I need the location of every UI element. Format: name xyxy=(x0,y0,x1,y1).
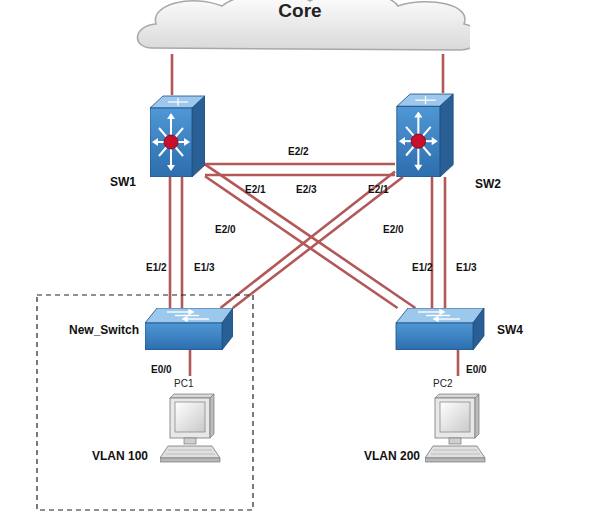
port-label: E1/2 xyxy=(146,262,167,273)
device-name: SW4 xyxy=(497,323,523,337)
access-switch: New_Switch xyxy=(145,308,233,350)
vlan-label: VLAN 100 xyxy=(46,449,148,463)
device-name: PC1 xyxy=(174,378,193,389)
cloud-node: Core xyxy=(130,0,470,54)
port-label: E2/1 xyxy=(368,184,389,195)
switch-icon xyxy=(145,308,233,350)
port-label: E1/3 xyxy=(194,262,215,273)
network-link xyxy=(190,350,191,376)
device-name: New_Switch xyxy=(41,323,139,337)
device-name: SW1 xyxy=(110,175,136,189)
pc-icon xyxy=(160,394,220,462)
network-link xyxy=(205,176,398,308)
network-link xyxy=(220,171,395,308)
port-label: E0/0 xyxy=(466,364,487,375)
multilayer-switch: SW2 xyxy=(395,93,455,177)
access-switch: SW4 xyxy=(395,308,485,350)
cloud-label: Core xyxy=(130,0,470,22)
port-label: E2/2 xyxy=(288,146,309,157)
network-link xyxy=(205,164,415,308)
multilayer-switch: SW1 xyxy=(150,95,205,177)
switch-icon xyxy=(396,308,484,350)
network-link xyxy=(172,54,173,95)
network-link xyxy=(205,175,395,176)
port-label: E0/0 xyxy=(151,364,172,375)
port-label: E2/1 xyxy=(245,184,266,195)
network-link xyxy=(445,177,446,308)
port-label: E1/2 xyxy=(412,262,433,273)
dashed-boundary xyxy=(37,295,253,510)
multilayer-switch-icon xyxy=(397,94,453,177)
network-link xyxy=(432,177,433,308)
vlan-label: VLAN 200 xyxy=(328,449,420,463)
multilayer-switch-icon xyxy=(150,96,205,177)
pc-icon xyxy=(425,394,485,462)
network-link xyxy=(233,177,403,308)
port-label: E2/0 xyxy=(215,224,236,235)
network-link xyxy=(458,350,459,376)
network-link xyxy=(170,177,171,308)
device-name: SW2 xyxy=(475,177,501,191)
pc-host: PC2VLAN 200 xyxy=(425,376,489,476)
pc-host: PC1VLAN 100 xyxy=(160,376,224,476)
port-label: E1/3 xyxy=(456,262,477,273)
port-label: E2/3 xyxy=(296,184,317,195)
device-name: PC2 xyxy=(433,378,452,389)
network-link xyxy=(182,177,183,308)
network-link xyxy=(443,54,444,93)
port-label: E2/0 xyxy=(383,224,404,235)
network-link xyxy=(205,164,395,165)
